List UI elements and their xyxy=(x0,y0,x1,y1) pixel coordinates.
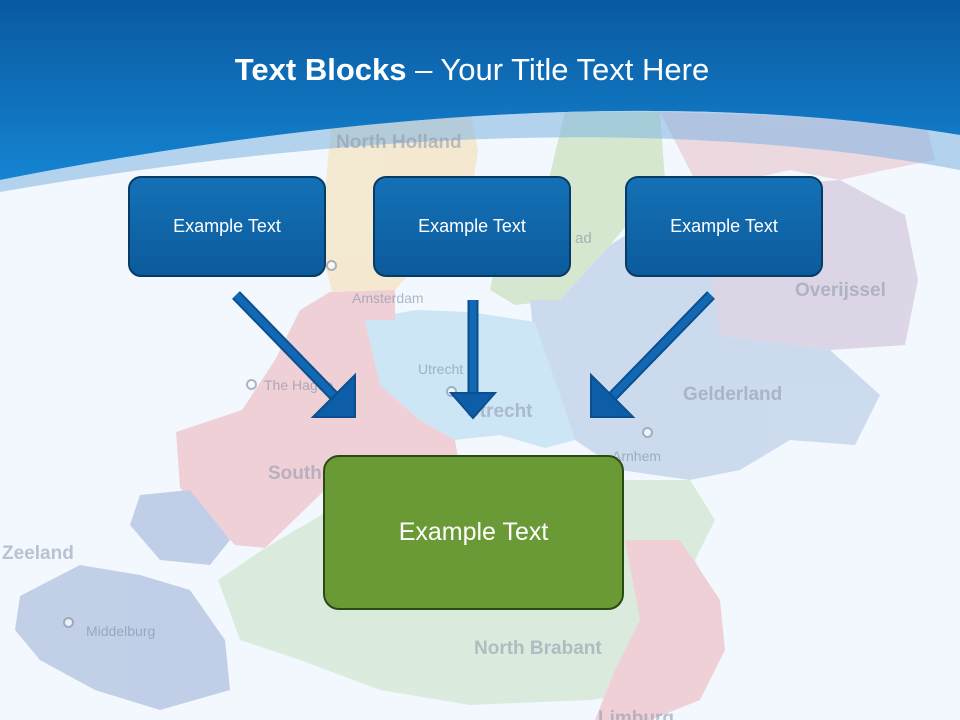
text-block-center: Example Text xyxy=(373,176,571,277)
city-dot-middelburg xyxy=(63,617,74,628)
city-dot-arnhem xyxy=(642,427,653,438)
text-block-left-label: Example Text xyxy=(173,216,281,236)
header-band xyxy=(0,0,960,180)
title-bold: Text Blocks xyxy=(234,52,407,87)
map-region-limburg xyxy=(595,540,725,720)
map-label-gelderland: Gelderland xyxy=(683,384,783,405)
slide-title: Text Blocks – Your Title Text Here xyxy=(0,52,944,88)
city-label-utrecht: Utrecht xyxy=(418,361,464,377)
city-dot-utrecht xyxy=(446,386,457,397)
arrow-center xyxy=(448,300,498,420)
map-region-zeeland-north xyxy=(130,490,230,565)
text-block-left: Example Text xyxy=(128,176,326,277)
header-arc-light xyxy=(0,110,960,192)
city-dot-amsterdam xyxy=(326,260,337,271)
map-label-north-brabant: North Brabant xyxy=(474,638,602,659)
map-label-fragment: ad xyxy=(575,230,592,247)
city-label-arnhem: Arnhem xyxy=(612,448,662,464)
map-label-zeeland: Zeeland xyxy=(2,543,74,564)
map-region-south-holland xyxy=(176,290,460,548)
text-block-right: Example Text xyxy=(625,176,823,277)
map-label-north-holland: North Holland xyxy=(336,132,462,153)
city-label-middelburg: Middelburg xyxy=(86,623,156,639)
arrow-right xyxy=(590,291,715,418)
text-block-center-label: Example Text xyxy=(418,216,526,236)
text-block-right-label: Example Text xyxy=(670,216,778,236)
title-dash: – xyxy=(406,52,441,87)
city-dot-the-hague xyxy=(246,379,257,390)
text-block-result: Example Text xyxy=(323,455,624,610)
map-label-overijssel: Overijssel xyxy=(795,280,886,301)
map-label-limburg: Limburg xyxy=(598,708,674,720)
map-label-south: South xyxy=(268,463,322,484)
title-rest: Your Title Text Here xyxy=(440,52,710,87)
map-region-zeeland xyxy=(15,565,230,710)
arrow-left xyxy=(232,291,356,418)
city-label-amsterdam: Amsterdam xyxy=(352,290,424,306)
text-block-result-label: Example Text xyxy=(398,518,549,546)
